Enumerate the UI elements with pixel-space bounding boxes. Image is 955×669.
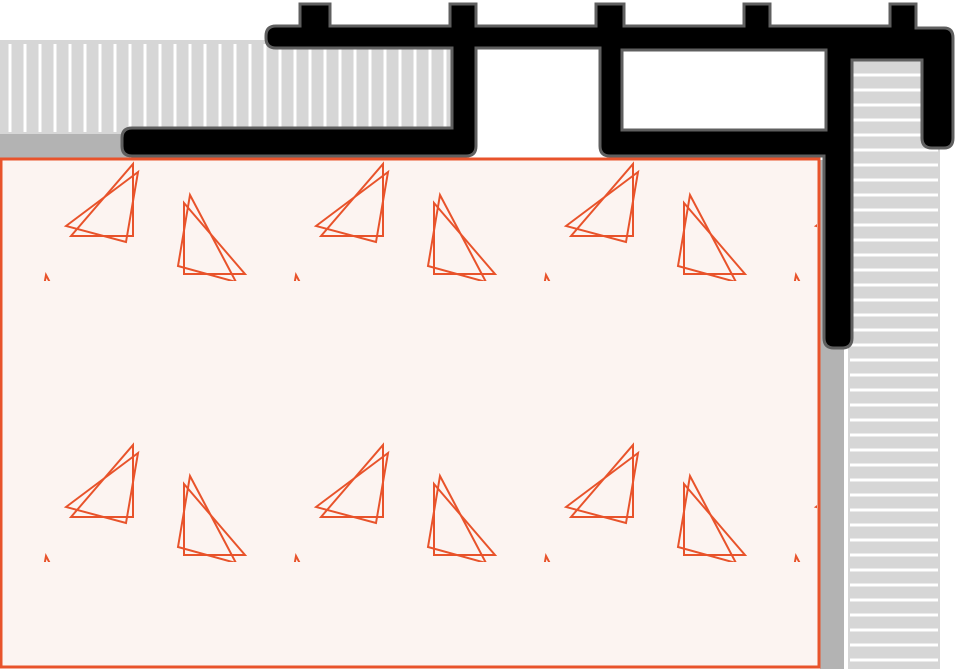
black-frame xyxy=(120,2,955,350)
ribbed-top-band xyxy=(0,40,452,134)
patterned-panel xyxy=(0,157,821,669)
top-shadow-strip xyxy=(0,134,130,159)
ribbed-right-band xyxy=(848,50,940,669)
